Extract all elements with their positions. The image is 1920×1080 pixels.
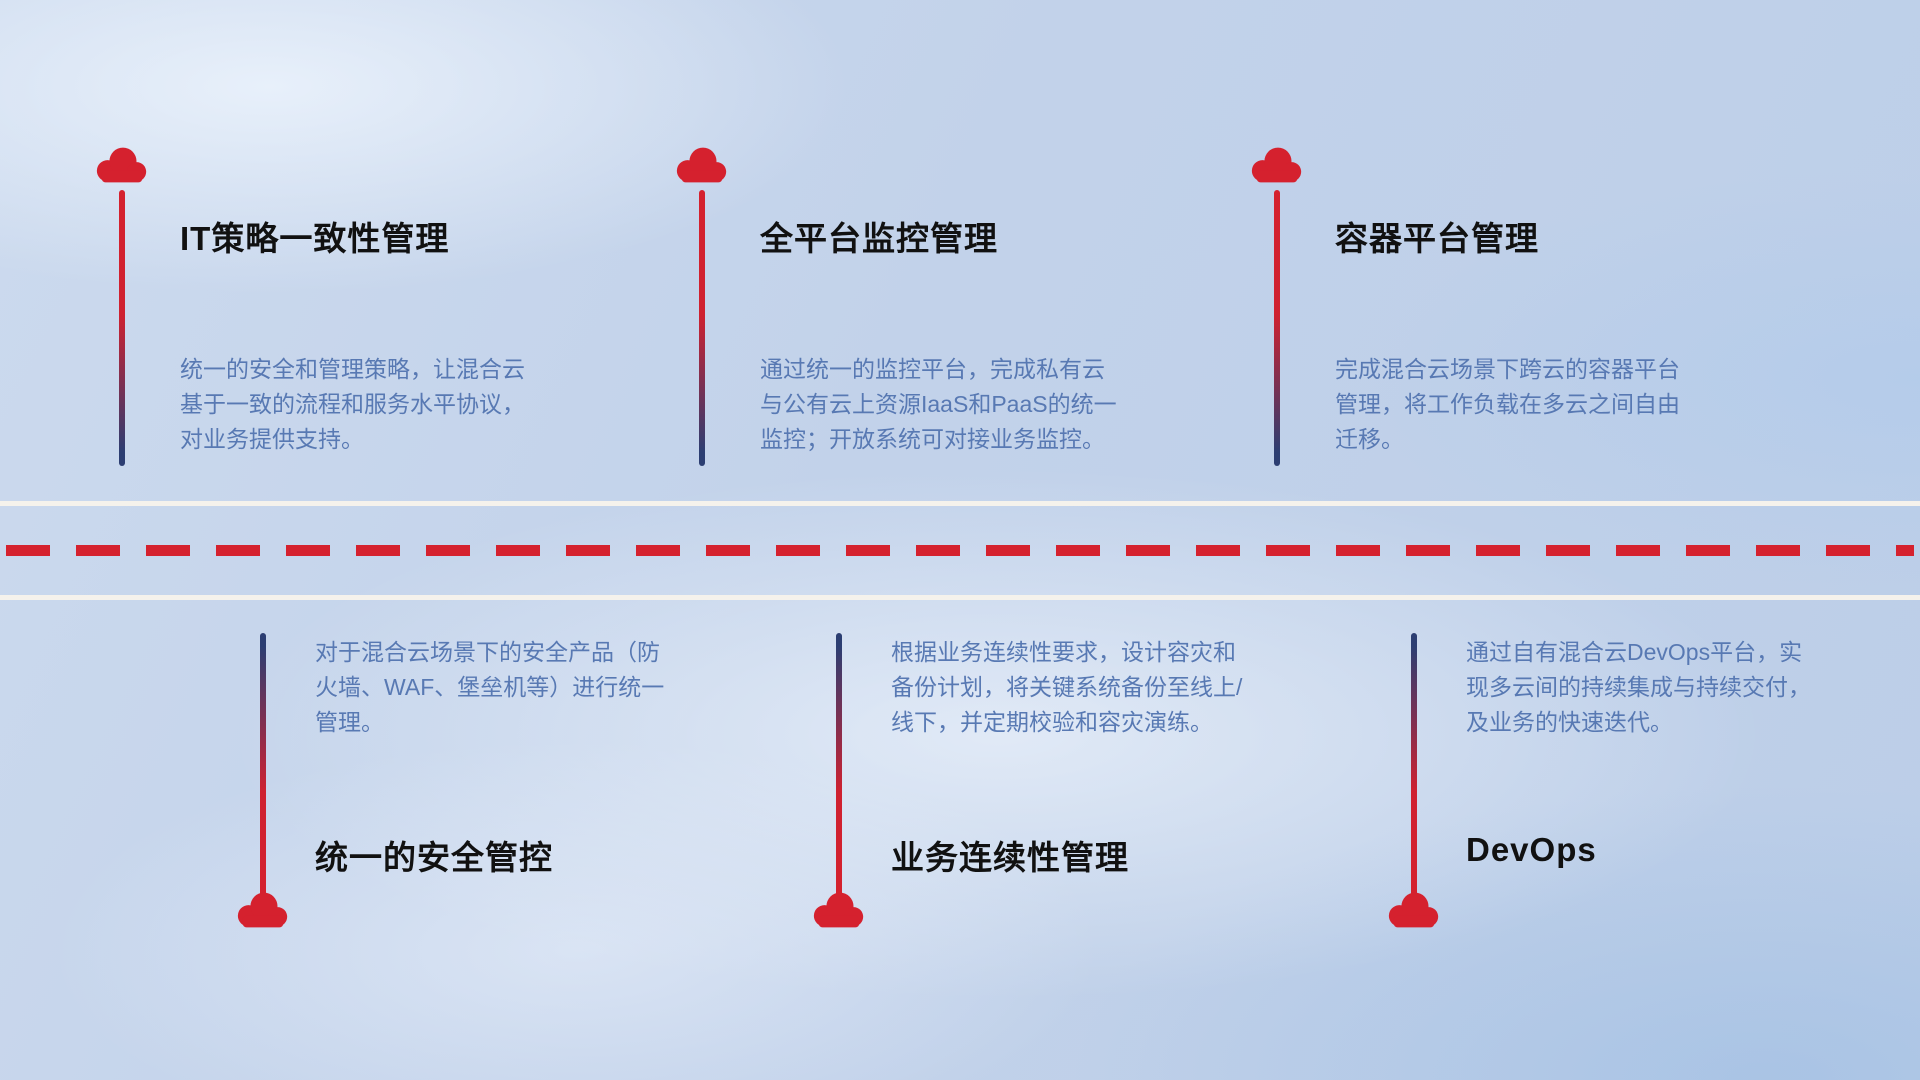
capability-item-monitoring: 全平台监控管理 通过统一的监控平台，完成私有云与公有云上资源IaaS和PaaS的… <box>676 147 1172 480</box>
capability-title: 业务连续性管理 <box>891 839 1129 876</box>
cloud-icon <box>810 891 868 929</box>
cloud-icon <box>1385 891 1443 929</box>
capability-title: DevOps <box>1466 831 1597 868</box>
connector-line <box>260 633 266 899</box>
road-edge-line-bottom <box>0 595 1920 600</box>
capability-description: 通过统一的监控平台，完成私有云与公有云上资源IaaS和PaaS的统一监控；开放系… <box>760 356 1117 452</box>
cloud-icon <box>673 146 731 184</box>
capability-title: 统一的安全管控 <box>315 839 553 876</box>
cloud-icon <box>234 891 292 929</box>
connector-line <box>1274 190 1280 466</box>
capability-description: 对于混合云场景下的安全产品（防火墙、WAF、堡垒机等）进行统一管理。 <box>315 639 665 735</box>
capability-item-it-policy: IT策略一致性管理 统一的安全和管理策略，让混合云基于一致的流程和服务水平协议，… <box>96 147 592 480</box>
capability-item-container-platform: 容器平台管理 完成混合云场景下跨云的容器平台管理，将工作负载在多云之间自由迁移。 <box>1251 147 1747 480</box>
capability-description: 通过自有混合云DevOps平台，实现多云间的持续集成与持续交付，及业务的快速迭代… <box>1466 639 1811 735</box>
connector-line <box>699 190 705 466</box>
road-dashed-center-line <box>6 545 1914 556</box>
capability-item-devops: 通过自有混合云DevOps平台，实现多云间的持续集成与持续交付，及业务的快速迭代… <box>1388 633 1884 963</box>
connector-line <box>119 190 125 466</box>
cloud-icon <box>1248 146 1306 184</box>
capability-item-security-control: 对于混合云场景下的安全产品（防火墙、WAF、堡垒机等）进行统一管理。 统一的安全… <box>237 633 733 963</box>
capability-title: IT策略一致性管理 <box>180 220 450 257</box>
capability-item-business-continuity: 根据业务连续性要求，设计容灾和备份计划，将关键系统备份至线上/线下，并定期校验和… <box>813 633 1309 963</box>
road-edge-line-top <box>0 501 1920 506</box>
capability-description: 统一的安全和管理策略，让混合云基于一致的流程和服务水平协议，对业务提供支持。 <box>180 356 525 452</box>
cloud-icon <box>93 146 151 184</box>
capability-title: 容器平台管理 <box>1335 220 1539 257</box>
capability-description: 完成混合云场景下跨云的容器平台管理，将工作负载在多云之间自由迁移。 <box>1335 356 1680 452</box>
capability-title: 全平台监控管理 <box>760 220 998 257</box>
capability-description: 根据业务连续性要求，设计容灾和备份计划，将关键系统备份至线上/线下，并定期校验和… <box>891 639 1243 735</box>
connector-line <box>836 633 842 899</box>
connector-line <box>1411 633 1417 899</box>
